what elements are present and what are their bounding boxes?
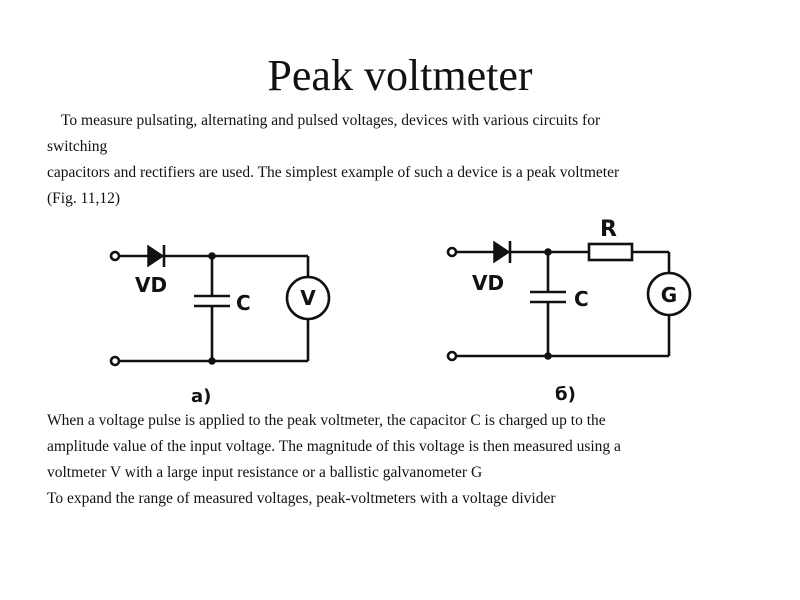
voltmeter-label: V bbox=[300, 286, 316, 310]
input-terminal-top bbox=[446, 246, 458, 258]
body-line: To expand the range of measured voltages… bbox=[47, 490, 556, 507]
intro-line: switching bbox=[47, 138, 108, 155]
body-line: voltmeter V with a large input resistanc… bbox=[47, 464, 483, 481]
body-line: amplitude value of the input voltage. Th… bbox=[47, 438, 621, 455]
input-terminal-bottom bbox=[446, 350, 458, 362]
diode-label: VD bbox=[135, 273, 167, 297]
capacitor-label: C bbox=[236, 291, 251, 315]
circuit-diagram-a bbox=[109, 244, 331, 367]
circuit-diagram-b bbox=[446, 240, 692, 362]
intro-line: To measure pulsating, alternating and pu… bbox=[61, 112, 601, 129]
input-terminal-bottom bbox=[109, 355, 121, 367]
intro-line: capacitors and rectifiers are used. The … bbox=[47, 164, 620, 181]
figure-caption: б) bbox=[555, 384, 576, 405]
body-line: When a voltage pulse is applied to the p… bbox=[47, 412, 606, 429]
body-paragraph: When a voltage pulse is applied to the p… bbox=[47, 408, 621, 512]
figure-caption: a) bbox=[191, 386, 211, 407]
slide-title: Peak voltmeter bbox=[267, 51, 533, 100]
diode-label: VD bbox=[472, 271, 504, 295]
intro-line: (Fig. 11,12) bbox=[47, 190, 121, 207]
diode-symbol bbox=[493, 240, 512, 264]
capacitor-label: C bbox=[574, 287, 589, 311]
galvanometer-label: G bbox=[661, 283, 677, 307]
circuit-labels-a: VD C V a) bbox=[135, 273, 316, 407]
capacitor-symbol bbox=[194, 294, 230, 308]
input-terminal-top bbox=[109, 250, 121, 262]
circuit-labels-b: R VD C G б) bbox=[472, 217, 677, 405]
capacitor-symbol bbox=[530, 290, 566, 304]
intro-paragraph: To measure pulsating, alternating and pu… bbox=[47, 108, 619, 212]
resistor-symbol bbox=[587, 242, 634, 262]
diode-symbol bbox=[147, 244, 166, 268]
resistor-label: R bbox=[600, 217, 617, 242]
